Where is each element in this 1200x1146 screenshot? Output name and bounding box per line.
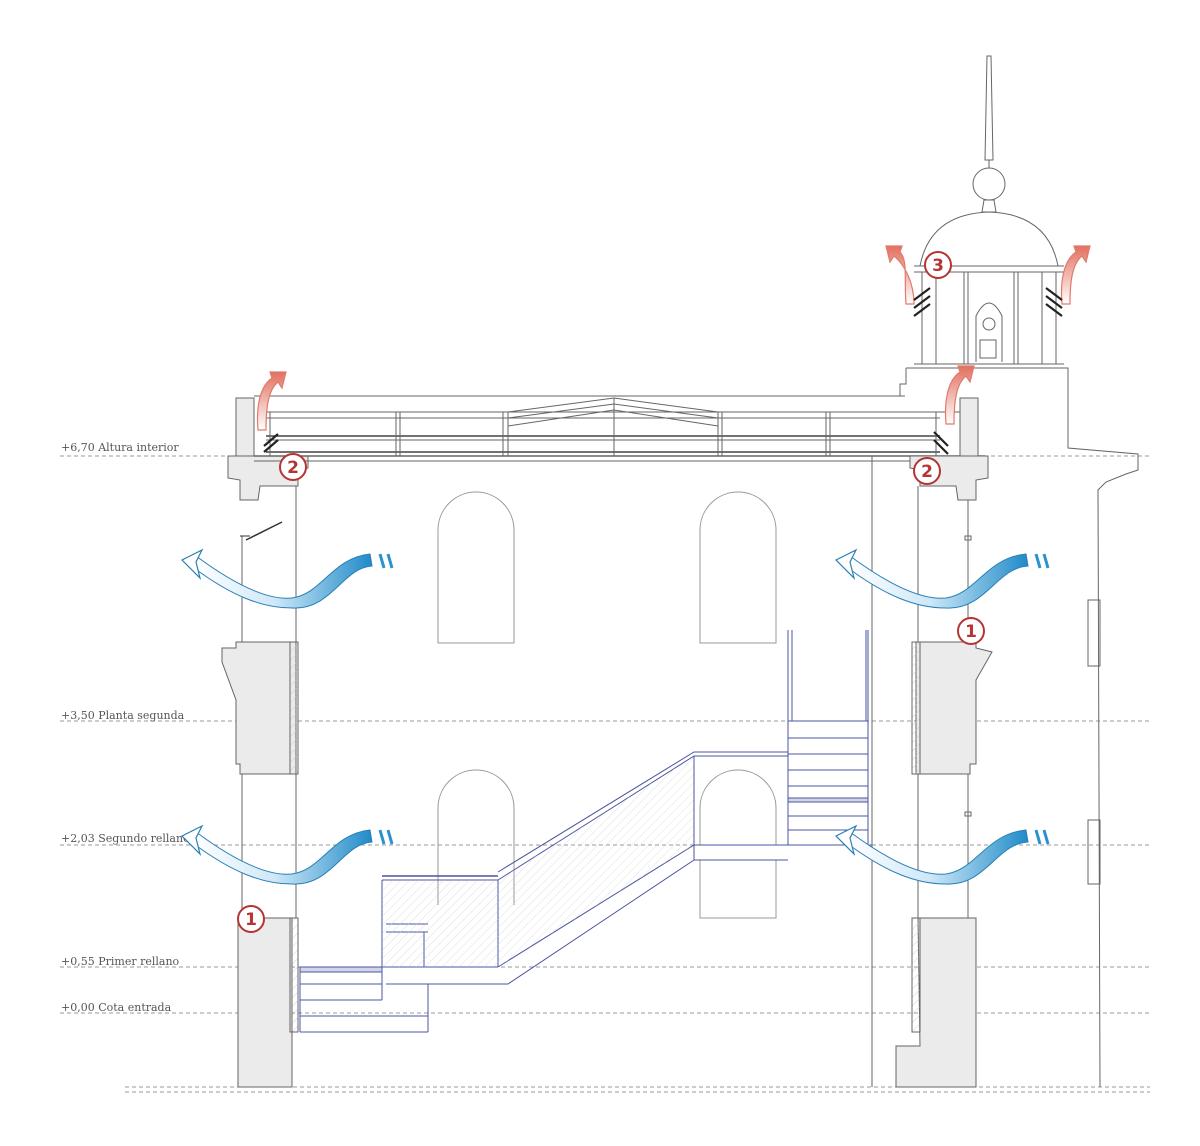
wind-arrow-body: [193, 553, 373, 609]
hot-air-arrow-body: [885, 245, 915, 305]
wind-arrow-body: [847, 553, 1029, 609]
wind-arrow-body: [847, 829, 1029, 885]
wind-arrow: [180, 548, 394, 609]
wind-tail-stripe: [1034, 553, 1042, 569]
badge-number: 1: [965, 622, 977, 642]
wind-arrow-body: [193, 829, 373, 885]
badge-1-right: 1: [957, 617, 985, 645]
wind-tail-stripe: [386, 829, 394, 845]
hot-air-exhaust-arrows: [256, 245, 1091, 431]
left-wall: [221, 397, 309, 1088]
wind-arrow-head: [180, 824, 204, 856]
badge-number: 1: [245, 910, 257, 930]
level-label-055: +0,55 Primer rellano: [61, 955, 180, 968]
hot-air-arrow: [885, 245, 915, 305]
cross-ventilation-arrows: [180, 548, 1050, 885]
roof-structure: [254, 395, 985, 462]
badge-circle: [913, 457, 941, 485]
vent-opening-marks: [263, 287, 1063, 455]
badge-circle: [957, 617, 985, 645]
badge-2-right: 2: [913, 457, 941, 485]
wind-tail-stripe: [386, 553, 394, 569]
hot-air-arrow: [1060, 245, 1091, 305]
badge-circle: [279, 453, 307, 481]
badge-number: 3: [932, 256, 944, 276]
badge-1-left: 1: [237, 905, 265, 933]
level-labels: +6,70 Altura interior +3,50 Planta segun…: [61, 441, 190, 1014]
level-label-000: +0,00 Cota entrada: [61, 1001, 172, 1014]
level-lines: [60, 455, 1150, 1093]
level-label-350: +3,50 Planta segunda: [61, 709, 185, 722]
badge-circle: [237, 905, 265, 933]
hot-air-arrow: [944, 365, 975, 425]
badge-3-lantern: 3: [924, 251, 952, 279]
right-wall: [871, 397, 993, 1088]
wind-tail-stripe: [1042, 829, 1050, 845]
wind-arrow-head: [180, 548, 204, 580]
wind-arrow: [834, 548, 1050, 609]
badge-2-left: 2: [279, 453, 307, 481]
lantern-cupola: [899, 55, 1139, 1088]
wind-tail-stripe: [1034, 829, 1042, 845]
hot-air-arrow-body: [944, 365, 975, 425]
staircase: [299, 630, 872, 1033]
hot-air-arrow-body: [1060, 245, 1091, 305]
wind-arrow-head: [834, 824, 858, 856]
wind-tail-stripe: [378, 553, 386, 569]
wind-arrow-head: [834, 548, 858, 580]
badge-number: 2: [287, 458, 299, 478]
hot-air-arrow-body: [256, 371, 287, 431]
wind-arrow: [834, 824, 1050, 885]
hot-air-arrow: [256, 371, 287, 431]
wind-arrow: [180, 824, 394, 885]
wind-tail-stripe: [1042, 553, 1050, 569]
badge-number: 2: [921, 462, 933, 482]
level-label-203: +2,03 Segundo rellano: [61, 832, 190, 845]
level-label-670: +6,70 Altura interior: [61, 441, 179, 454]
wind-tail-stripe: [378, 829, 386, 845]
interior-arches: [437, 491, 777, 919]
badge-circle: [924, 251, 952, 279]
